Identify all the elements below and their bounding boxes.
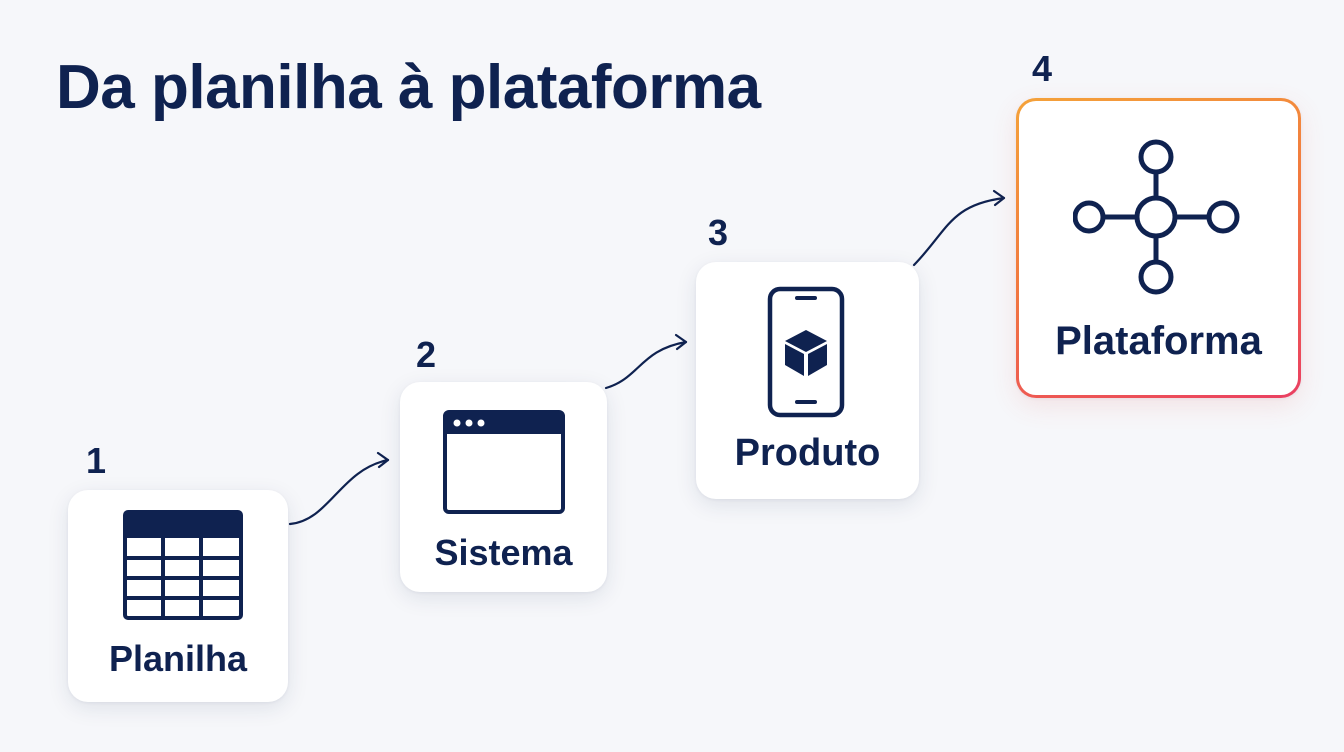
browser-window-icon: [443, 410, 565, 514]
step-label-sistema: Sistema: [434, 532, 573, 573]
step-number-4: 4: [1032, 48, 1053, 89]
step-card-plataforma: Plataforma: [1016, 98, 1301, 398]
network-hub-icon: [1073, 139, 1240, 295]
arrow-2-to-3: [604, 333, 688, 390]
mobile-product-icon: [767, 286, 845, 418]
cube-icon: [785, 330, 827, 376]
step-number-3: 3: [708, 212, 729, 253]
step-number-2: 2: [416, 334, 437, 375]
step-label-plataforma: Plataforma: [1055, 319, 1262, 363]
step-card-sistema: Sistema: [400, 382, 607, 592]
step-label-produto: Produto: [734, 432, 881, 474]
page-title: Da planilha à plataforma: [56, 53, 761, 122]
step-number-1: 1: [86, 440, 107, 481]
step-label-planilha: Planilha: [108, 638, 248, 679]
arrow-3-to-4: [912, 189, 1006, 267]
step-card-produto: Produto: [696, 262, 919, 499]
step-card-planilha: Planilha: [68, 490, 288, 702]
arrow-1-to-2: [288, 451, 390, 526]
spreadsheet-icon: [123, 510, 243, 620]
